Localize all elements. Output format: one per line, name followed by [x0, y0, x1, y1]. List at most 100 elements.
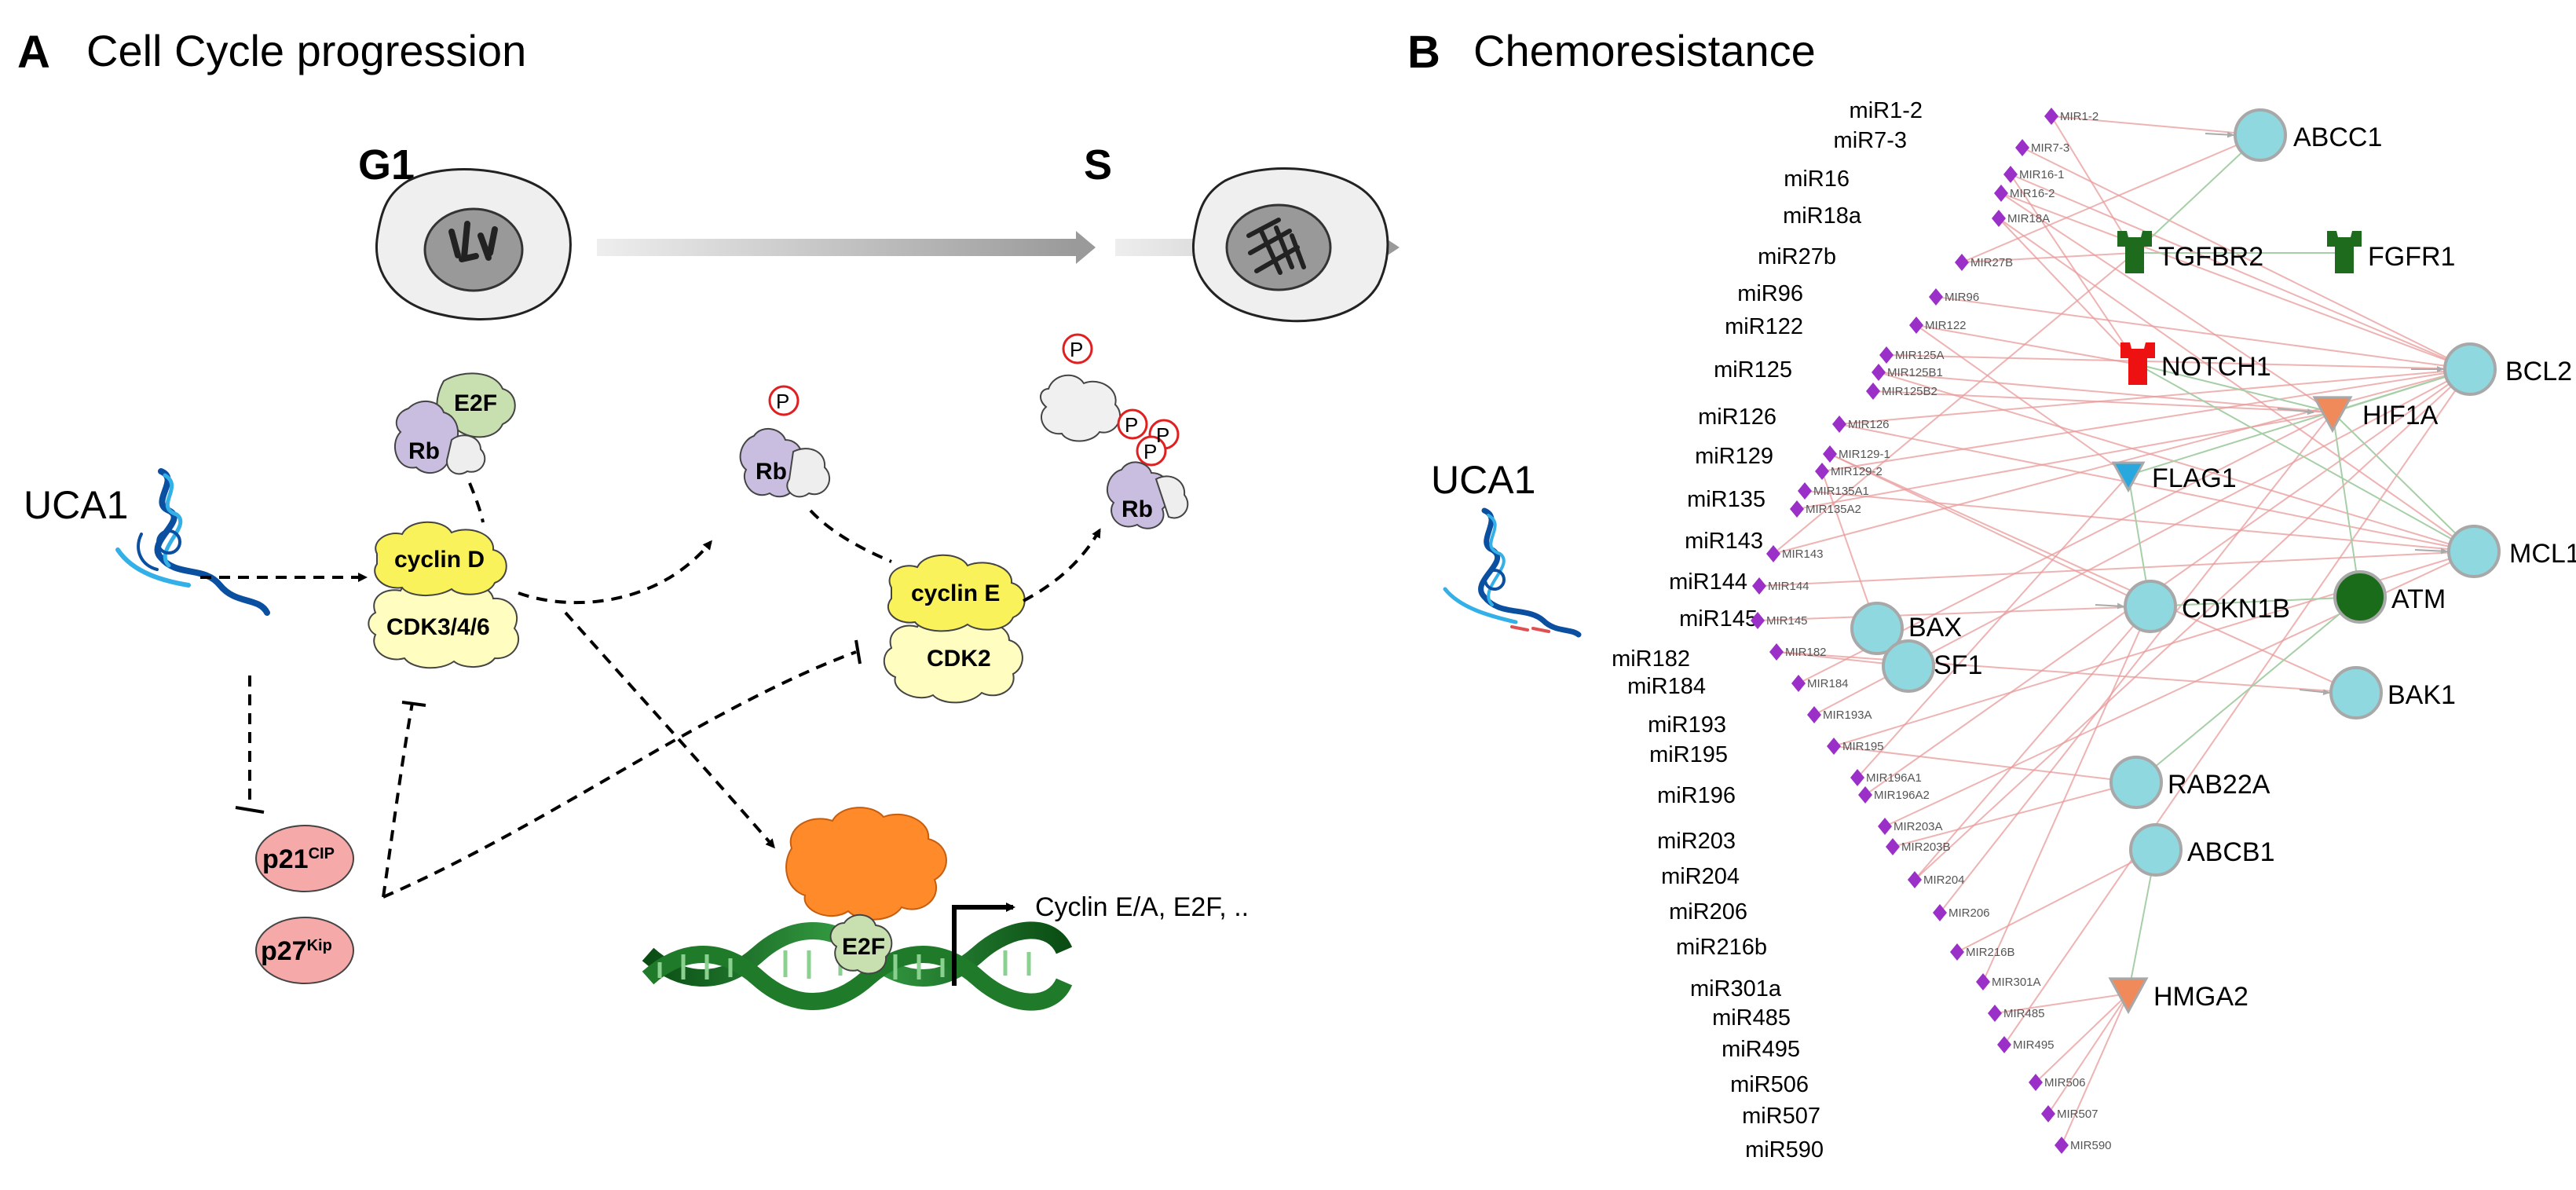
- phase-s-label: S: [1084, 141, 1112, 189]
- gene-regulation-edge: [2332, 412, 2475, 552]
- p21-label: p21CIP: [262, 844, 335, 874]
- gene-regulation-edge: [2137, 364, 2475, 552]
- panel-a: A Cell Cycle progression G1 S UCA1: [17, 26, 1400, 1011]
- mirna-target-edge: [1864, 368, 2471, 796]
- rb-e2f-complex: [393, 372, 516, 475]
- regulation-edges-a: [200, 482, 1101, 899]
- gene-node-fgfr1: FGFR1: [2327, 231, 2455, 273]
- gene-circle: [2329, 666, 2383, 719]
- p27-label: p27Kip: [261, 936, 332, 966]
- p21-node: [255, 825, 354, 892]
- gene-triangle: [2312, 396, 2353, 434]
- mirna-target-edge: [1886, 354, 2471, 370]
- phospho-label-right-2: P: [1125, 413, 1138, 437]
- mirna-target-edge: [1773, 252, 2135, 555]
- gene-regulation-edge: [2134, 134, 2261, 254]
- inhibition-bars-a: [235, 639, 862, 814]
- gene-node-bak1: BAK1: [2329, 666, 2456, 719]
- gene-node-bax: BAX: [1850, 602, 1962, 655]
- edge-arrowhead: [2277, 408, 2314, 416]
- mirna-node-label: MIR96: [1945, 291, 1979, 304]
- mirna-node-label: MIR196A1: [1866, 771, 1922, 785]
- edge-arrowhead: [2095, 602, 2124, 610]
- gene-circle: [1850, 602, 1904, 655]
- mirna-label-column: miR1-2miR7-3miR16miR18amiR27bmiR96miR122…: [1612, 98, 1923, 1163]
- gene-circle: [1882, 639, 1935, 693]
- gene-node-abcb1: ABCB1: [2129, 823, 2275, 877]
- gene-label: CDKN1B: [2182, 594, 2290, 624]
- mirna-node-label: MIR144: [1768, 580, 1809, 593]
- mirna-target-edge: [1829, 453, 2151, 607]
- gene-regulation-edge: [2332, 412, 2361, 598]
- gene-circle: [2124, 580, 2177, 633]
- mirna-label: miR144: [1669, 569, 1747, 595]
- mirna-node-marker: [1827, 738, 1841, 755]
- mirna-target-edge: [1916, 324, 2129, 476]
- cyclin-e-label: cyclin E: [911, 580, 1000, 606]
- mirna-label: miR590: [1745, 1137, 1824, 1163]
- gene-label: NOTCH1: [2161, 352, 2271, 382]
- mirna-node-label: MIR206: [1948, 906, 1990, 920]
- mirna-node-label: MIR301A: [1992, 976, 2041, 989]
- mirna-label: miR135: [1687, 487, 1766, 512]
- mirna-label: miR122: [1725, 314, 1803, 339]
- mirna-node-marker: [1886, 838, 1900, 855]
- mirna-label: miR125: [1714, 357, 1792, 383]
- mirna-label: miR182: [1612, 646, 1690, 672]
- mirna-node-marker: [1997, 1036, 2011, 1053]
- mirna-target-edge: [1935, 296, 2471, 370]
- mirna-target-edge: [1916, 324, 2139, 365]
- mirna-node-marker: [1791, 675, 1806, 692]
- mirna-label: miR203: [1657, 829, 1736, 854]
- mirna-label: miR184: [1627, 674, 1706, 699]
- mirna-node-marker: [1933, 904, 1947, 921]
- p27-node: [255, 917, 354, 984]
- mirna-node-marker: [1908, 871, 1922, 888]
- mirna-target-edge: [1839, 423, 2475, 552]
- phospho-label-right-1: P: [1070, 338, 1083, 361]
- mirna-node-marker: [1798, 482, 1812, 500]
- gene-node-sf1: SF1: [1882, 639, 1982, 693]
- mirna-target-edge: [1804, 490, 2475, 552]
- cyclin-d-cdk-complex: [368, 521, 519, 669]
- gene-node-atm: ATM: [2333, 570, 2446, 624]
- e2f-transcription-complex: [785, 807, 947, 975]
- s-cell-icon: [1191, 167, 1389, 323]
- mirna-target-edge: [1857, 474, 2129, 778]
- mirna-node-label: MIR1-2: [2060, 110, 2098, 123]
- gene-label: ABCB1: [2187, 837, 2275, 867]
- gene-circle: [2109, 756, 2163, 809]
- mirna-label: miR485: [1712, 1005, 1791, 1031]
- mirna-node-marker: [1769, 643, 1784, 661]
- mirna-target-edge: [2051, 115, 2135, 254]
- gene-label: TGFBR2: [2158, 242, 2263, 272]
- mirna-target-edge: [1961, 252, 2135, 263]
- gene-regulation-edge: [2135, 596, 2361, 783]
- mirna-target-edge: [1982, 606, 2151, 983]
- mirna-label: miR301a: [1690, 976, 1782, 1001]
- mirna-label: miR27b: [1758, 244, 1836, 269]
- gene-label: FLAG1: [2152, 463, 2237, 493]
- mirna-target-edge: [1939, 412, 2333, 914]
- mirna-node-label: MIR7-3: [2031, 141, 2069, 155]
- gene-node-mcl1: MCL1: [2447, 525, 2576, 578]
- mirna-target-edge: [1994, 993, 2129, 1014]
- receptor-icon: [2117, 231, 2152, 273]
- mirna-node-marker: [1872, 364, 1886, 381]
- mirna-label: miR18a: [1783, 203, 1862, 229]
- mirna-label: miR143: [1685, 529, 1763, 554]
- mirna-target-edge: [2000, 192, 2333, 413]
- mirna-node-label: MIR184: [1807, 677, 1849, 690]
- gene-circle: [2447, 525, 2501, 578]
- rb-mid-label: Rb: [756, 459, 787, 485]
- mirna-node-marker: [2044, 108, 2058, 125]
- mirna-node-label: MIR143: [1782, 547, 1824, 561]
- mirna-node-marker: [2041, 1105, 2055, 1122]
- edge-arrowhead: [2299, 689, 2330, 696]
- gene-label: MCL1: [2509, 539, 2576, 569]
- mirna-node-label: MIR129-1: [1839, 448, 1890, 461]
- mirna-node-label: MIR203B: [1901, 840, 1951, 854]
- mirna-node-marker: [1994, 185, 2008, 202]
- mirna-label: miR196: [1657, 783, 1736, 808]
- mirna-node-label: MIR129-2: [1831, 465, 1883, 478]
